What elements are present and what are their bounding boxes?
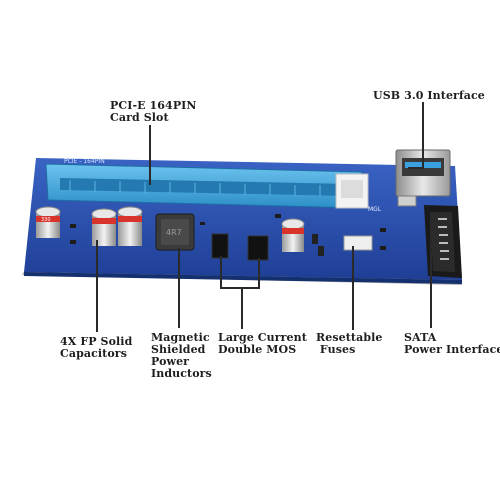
label-inductors: Magnetic Shielded Power Inductors bbox=[151, 332, 212, 380]
fuse-block bbox=[343, 235, 373, 251]
label-pcie-line1: PCI-E 164PIN bbox=[110, 99, 197, 112]
label-sata-line1: SATA bbox=[404, 331, 437, 344]
label-mos-line1: Large Current bbox=[218, 331, 307, 344]
leader-fuse-v bbox=[352, 246, 354, 330]
label-ind-line2: Shielded bbox=[151, 343, 206, 356]
capacitor-1: 330 bbox=[35, 206, 61, 238]
leader-cap-v bbox=[96, 240, 98, 332]
inductor-marking: 4R7 bbox=[166, 228, 182, 237]
label-sata: SATA Power Interface bbox=[404, 332, 500, 356]
label-cap-line1: 4X FP Solid bbox=[60, 335, 133, 348]
label-sata-line2: Power Interface bbox=[404, 343, 500, 356]
label-capacitors: 4X FP Solid Capacitors bbox=[60, 336, 132, 360]
leader-usb-v bbox=[422, 102, 424, 168]
leader-pcie-v bbox=[149, 125, 151, 185]
label-mos: Large Current Double MOS bbox=[218, 332, 307, 356]
fuse-2 bbox=[318, 246, 324, 256]
label-pcie-line2: Card Slot bbox=[110, 111, 169, 124]
silk-top: PCIE - 164PIN bbox=[64, 158, 105, 165]
svg-text:330: 330 bbox=[41, 217, 51, 223]
leader-sata-v bbox=[430, 220, 432, 328]
fuse-1 bbox=[312, 234, 318, 244]
leader-usb-h bbox=[408, 167, 424, 169]
label-ind-line3: Power bbox=[151, 355, 190, 368]
label-fuse-line1: Resettable bbox=[316, 331, 383, 344]
leader-mos-v1 bbox=[220, 256, 222, 288]
label-usb: USB 3.0 Interface bbox=[373, 90, 485, 102]
label-usb-line1: USB 3.0 Interface bbox=[373, 89, 485, 102]
inductor: 4R7 bbox=[155, 213, 195, 251]
leader-ind-v bbox=[178, 248, 180, 328]
leader-mos-v3 bbox=[241, 287, 243, 329]
leader-mos-v2 bbox=[258, 258, 260, 288]
label-fuse-line2: Fuses bbox=[316, 343, 356, 356]
capacitor-2 bbox=[91, 208, 117, 246]
label-mos-line2: Double MOS bbox=[218, 343, 297, 356]
label-cap-line2: Capacitors bbox=[60, 347, 127, 360]
label-pcie-slot: PCI-E 164PIN Card Slot bbox=[110, 100, 197, 124]
label-fuses: Resettable Fuses bbox=[316, 332, 383, 356]
silk-mgl: MGL bbox=[368, 206, 382, 213]
capacitor-4 bbox=[281, 218, 305, 252]
mos-1 bbox=[211, 233, 229, 259]
capacitor-3 bbox=[117, 206, 143, 246]
label-ind-line4: Inductors bbox=[151, 367, 212, 380]
mos-2 bbox=[247, 235, 269, 261]
leader-mos-h bbox=[220, 287, 260, 289]
label-ind-line1: Magnetic bbox=[151, 331, 210, 344]
